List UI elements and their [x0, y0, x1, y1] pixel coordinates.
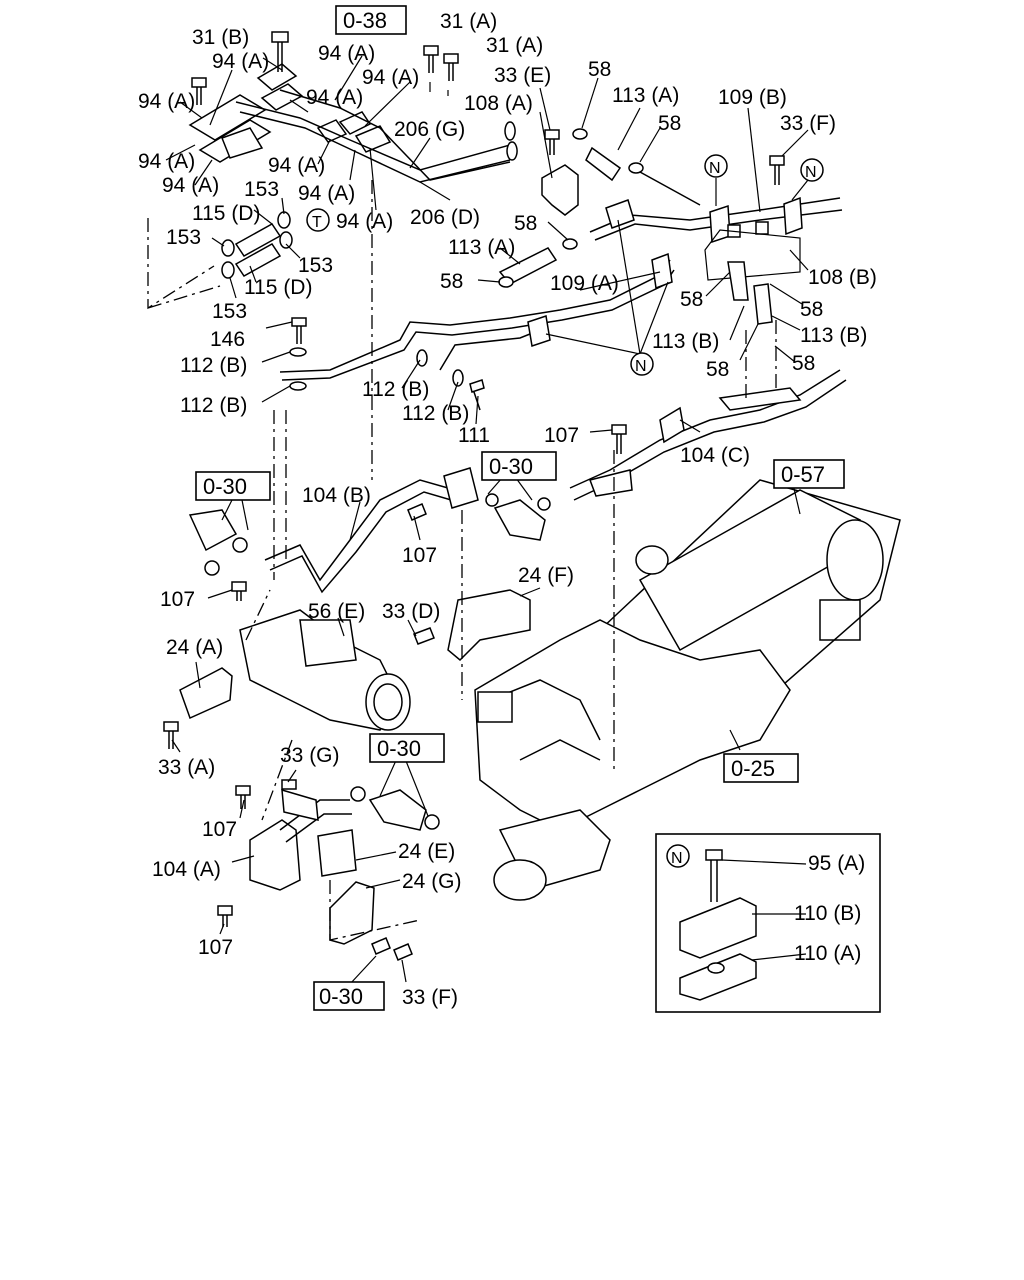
ref-box-0-25 [723, 753, 799, 783]
label-33d: 33 (D) [382, 600, 440, 623]
label-107-3: 107 [160, 588, 195, 611]
label-58-2: 58 [658, 112, 681, 135]
label-112b-2: 112 (B) [362, 378, 429, 401]
label-153-4: 153 [212, 300, 247, 323]
ref-box-0-30-1 [481, 451, 557, 481]
label-58-7: 58 [706, 358, 729, 381]
label-153-1: 153 [244, 178, 279, 201]
label-115d-2: 115 (D) [244, 276, 312, 299]
label-94a-10: 94 (A) [336, 210, 393, 233]
label-153-3: 153 [298, 254, 333, 277]
label-56e: 56 (E) [308, 600, 365, 623]
label-58-4: 58 [440, 270, 463, 293]
label-146: 146 [210, 328, 245, 351]
label-104b: 104 (B) [302, 484, 371, 507]
label-33f-2: 33 (F) [402, 986, 458, 1009]
marker-n-2: N [805, 164, 817, 181]
label-94a-1: 94 (A) [212, 50, 269, 73]
line-art [147, 31, 901, 1013]
label-112b-3: 112 (B) [180, 394, 247, 417]
label-112b-4: 112 (B) [402, 402, 469, 425]
label-94a-5: 94 (A) [306, 86, 363, 109]
ref-box-0-30-4 [313, 981, 385, 1011]
label-58-6: 58 [800, 298, 823, 321]
marker-n-circle-2 [800, 158, 824, 182]
label-33g: 33 (G) [280, 744, 340, 767]
ref-0-30-1: 0-30 [489, 454, 533, 479]
label-58-1: 58 [588, 58, 611, 81]
label-113a-1: 113 (A) [612, 84, 679, 107]
marker-n-1: N [709, 160, 721, 177]
label-24e: 24 (E) [398, 840, 455, 863]
ref-box-0-57 [773, 459, 845, 489]
ref-0-57: 0-57 [781, 462, 825, 487]
label-33e: 33 (E) [494, 64, 551, 87]
label-31a-2: 31 (A) [486, 34, 543, 57]
label-104c: 104 (C) [680, 444, 750, 467]
marker-t: T [312, 214, 322, 231]
label-109b: 109 (B) [718, 86, 787, 109]
label-108b: 108 (B) [808, 266, 877, 289]
label-113a-2: 113 (A) [448, 236, 515, 259]
label-107-5: 107 [198, 936, 233, 959]
ref-0-30-4: 0-30 [319, 984, 363, 1009]
marker-n-circle-4 [666, 844, 690, 868]
label-24g: 24 (G) [402, 870, 462, 893]
marker-n-circle-3 [630, 352, 654, 376]
label-94a-3: 94 (A) [362, 66, 419, 89]
label-94a-2: 94 (A) [318, 42, 375, 65]
marker-n-3: N [635, 358, 647, 375]
ref-0-30-2: 0-30 [203, 474, 247, 499]
label-104a: 104 (A) [152, 858, 221, 881]
label-107-1: 107 [544, 424, 579, 447]
label-58-5: 58 [680, 288, 703, 311]
label-31a-1: 31 (A) [440, 10, 497, 33]
label-94a-8: 94 (A) [162, 174, 219, 197]
label-112b-1: 112 (B) [180, 354, 247, 377]
label-58-8: 58 [792, 352, 815, 375]
ref-box-0-30-3 [369, 733, 445, 763]
marker-n-4: N [671, 850, 683, 867]
label-24a: 24 (A) [166, 636, 223, 659]
label-108a: 108 (A) [464, 92, 533, 115]
marker-t-circle [306, 208, 330, 232]
label-107-2: 107 [402, 544, 437, 567]
marker-n-circle-1 [704, 154, 728, 178]
ref-0-38: 0-38 [343, 8, 387, 33]
label-206d: 206 (D) [410, 206, 480, 229]
label-110a: 110 (A) [794, 942, 861, 965]
label-113b-1: 113 (B) [652, 330, 719, 353]
circle-markers: N N N N T [306, 154, 824, 868]
label-111: 111 [458, 424, 490, 447]
label-33f-1: 33 (F) [780, 112, 836, 135]
label-110b: 110 (B) [794, 902, 861, 925]
label-115d-1: 115 (D) [192, 202, 260, 225]
label-107-4: 107 [202, 818, 237, 841]
ref-box-0-30-2 [195, 471, 271, 501]
label-31b: 31 (B) [192, 26, 249, 49]
label-58-3: 58 [514, 212, 537, 235]
label-95a: 95 (A) [808, 852, 865, 875]
label-94a-4: 94 (A) [138, 90, 195, 113]
ref-0-25: 0-25 [731, 756, 775, 781]
label-94a-6: 94 (A) [138, 150, 195, 173]
ref-0-30-3: 0-30 [377, 736, 421, 761]
label-94a-7: 94 (A) [268, 154, 325, 177]
label-109a: 109 (A) [550, 272, 619, 295]
part-labels: 31 (B) 0-38 31 (A) 31 (A) 94 (A) 94 (A) … [138, 5, 877, 1011]
label-206g: 206 (G) [394, 118, 465, 141]
label-94a-9: 94 (A) [298, 182, 355, 205]
ref-box-0-38 [335, 5, 407, 35]
label-153-2: 153 [166, 226, 201, 249]
label-33a: 33 (A) [158, 756, 215, 779]
label-24f: 24 (F) [518, 564, 574, 587]
label-113b-2: 113 (B) [800, 324, 867, 347]
